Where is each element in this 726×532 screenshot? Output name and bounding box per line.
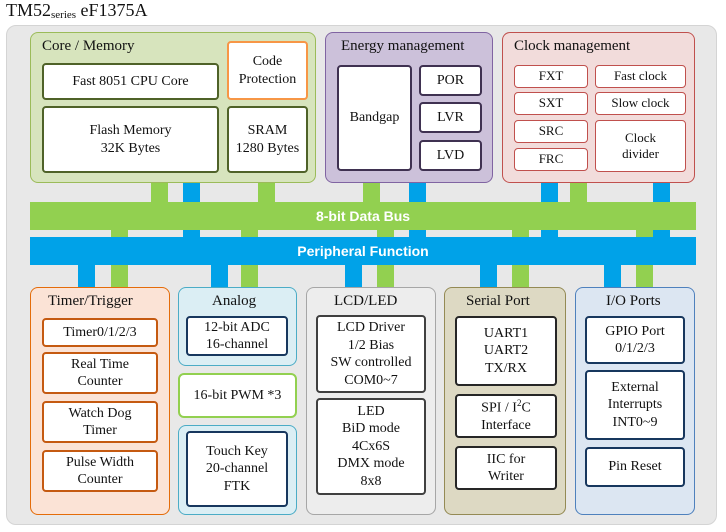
energy-data-link: [363, 183, 380, 203]
fxt-box: FXT: [514, 65, 588, 88]
energy-management-title: Energy management: [341, 38, 465, 54]
analog-title: Analog: [212, 293, 257, 309]
lcd-led-title: LCD/LED: [334, 293, 398, 309]
sram-data-link: [258, 183, 275, 203]
bandgap-box: Bandgap: [337, 65, 412, 171]
data-bus: 8-bit Data Bus: [30, 202, 696, 230]
serial-peripheral-link: [480, 265, 497, 288]
core-memory-title: Core / Memory: [42, 38, 135, 54]
analog-peripheral-link: [211, 265, 228, 288]
diagram-title: TM52series eF1375A: [6, 0, 148, 21]
timer-0123-box: Timer0/1/2/3: [42, 318, 158, 347]
lvd-box: LVD: [419, 140, 482, 171]
cpu-core-box: Fast 8051 CPU Core: [42, 63, 219, 100]
peripheral-bus: Peripheral Function: [30, 237, 696, 265]
core-data-link: [151, 183, 168, 203]
src-box: SRC: [514, 120, 588, 143]
lvr-box: LVR: [419, 102, 482, 133]
timer-peripheral-link: [78, 265, 95, 288]
fast-clock-box: Fast clock: [595, 65, 686, 88]
sxt-box: SXT: [514, 92, 588, 115]
clock-data-link: [570, 183, 587, 203]
serial-port-title: Serial Port: [466, 293, 530, 309]
pin-reset-box: Pin Reset: [585, 447, 685, 487]
io-peripheral-link: [604, 265, 621, 288]
pwm-box: 16-bit PWM *3: [178, 373, 297, 418]
slow-clock-box: Slow clock: [595, 92, 686, 115]
por-box: POR: [419, 65, 482, 96]
timer-trigger-title: Timer/Trigger: [48, 293, 133, 309]
frc-box: FRC: [514, 148, 588, 171]
lcd-peripheral-link: [345, 265, 362, 288]
clock-management-title: Clock management: [514, 38, 631, 54]
io-ports-title: I/O Ports: [606, 293, 661, 309]
